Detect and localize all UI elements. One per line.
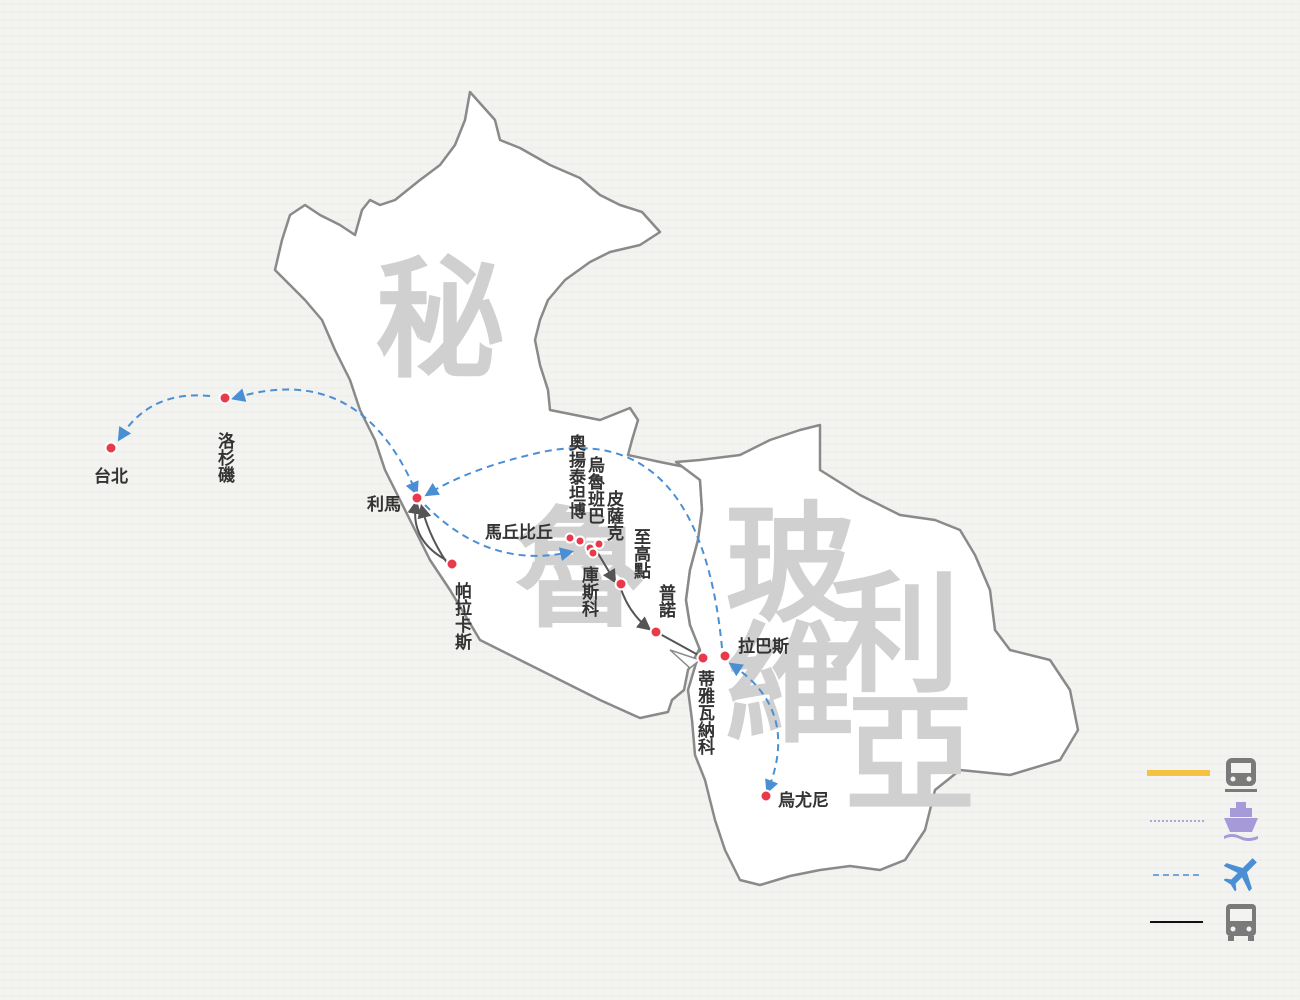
airplane-icon: [1223, 858, 1257, 892]
flight-route-lapaz-lima: [424, 447, 723, 649]
marker-ollantaytambo[interactable]: [574, 535, 586, 547]
marker-puno[interactable]: [649, 625, 663, 639]
marker-tiwanaku[interactable]: [696, 651, 710, 665]
bolivia-name-char-2: 利: [830, 559, 960, 711]
label-pisac: 皮薩克: [603, 489, 624, 541]
bolivia-name-char-3: 維: [725, 609, 855, 761]
transport-legend: [1147, 758, 1258, 941]
flight-route-la-taipei: [117, 394, 211, 442]
marker-lima[interactable]: [410, 491, 424, 505]
label-puno: 普諾: [655, 583, 676, 619]
flight-route-la-lima: [230, 388, 419, 496]
flight-route-lapaz-uyuni: [728, 662, 780, 794]
label-ollantaytambo: 奧揚泰坦博: [565, 433, 586, 520]
label-tiwanaku: 蒂雅瓦納科: [694, 670, 716, 756]
bus-route-lima-paracas-out: [407, 499, 447, 561]
marker-paracas[interactable]: [445, 557, 459, 571]
bus-route-puno-tiwanaku: [659, 633, 701, 657]
peru-outline: [273, 90, 704, 720]
label-taipei: 台北: [94, 466, 128, 487]
bolivia-name-char-4: 亞: [845, 679, 975, 831]
label-urubamba: 烏魯班巴: [584, 455, 605, 524]
label-lima: 利馬: [367, 494, 401, 515]
marker-cusco[interactable]: [587, 547, 599, 559]
peru-name-char-1: 秘: [375, 244, 505, 396]
label-la-paz: 拉巴斯: [738, 636, 789, 657]
lake-titicaca-shape: [669, 649, 702, 669]
marker-machu-picchu[interactable]: [564, 532, 576, 544]
label-machu-picchu: 馬丘比丘: [485, 522, 553, 543]
marker-la-paz[interactable]: [718, 649, 732, 663]
label-uyuni: 烏尤尼: [778, 790, 829, 811]
train-icon: [1225, 758, 1257, 792]
marker-pisac[interactable]: [593, 538, 605, 550]
marker-uyuni[interactable]: [759, 789, 773, 803]
marker-highest-point[interactable]: [614, 577, 628, 591]
label-cusco: 庫斯科: [578, 565, 599, 618]
label-highest-point: 至高點: [630, 528, 652, 580]
city-markers: [104, 391, 773, 803]
ship-icon: [1224, 802, 1258, 841]
label-los-angeles: 洛杉磯: [214, 431, 235, 484]
marker-los-angeles[interactable]: [218, 391, 232, 405]
flight-routes: [117, 388, 780, 794]
peru-name-char-2: 魯: [515, 494, 645, 646]
label-paracas: 帕拉卡斯: [451, 581, 472, 651]
bus-icon: [1226, 904, 1256, 941]
marker-taipei[interactable]: [104, 441, 118, 455]
bolivia-name-char-1: 玻: [725, 489, 855, 641]
